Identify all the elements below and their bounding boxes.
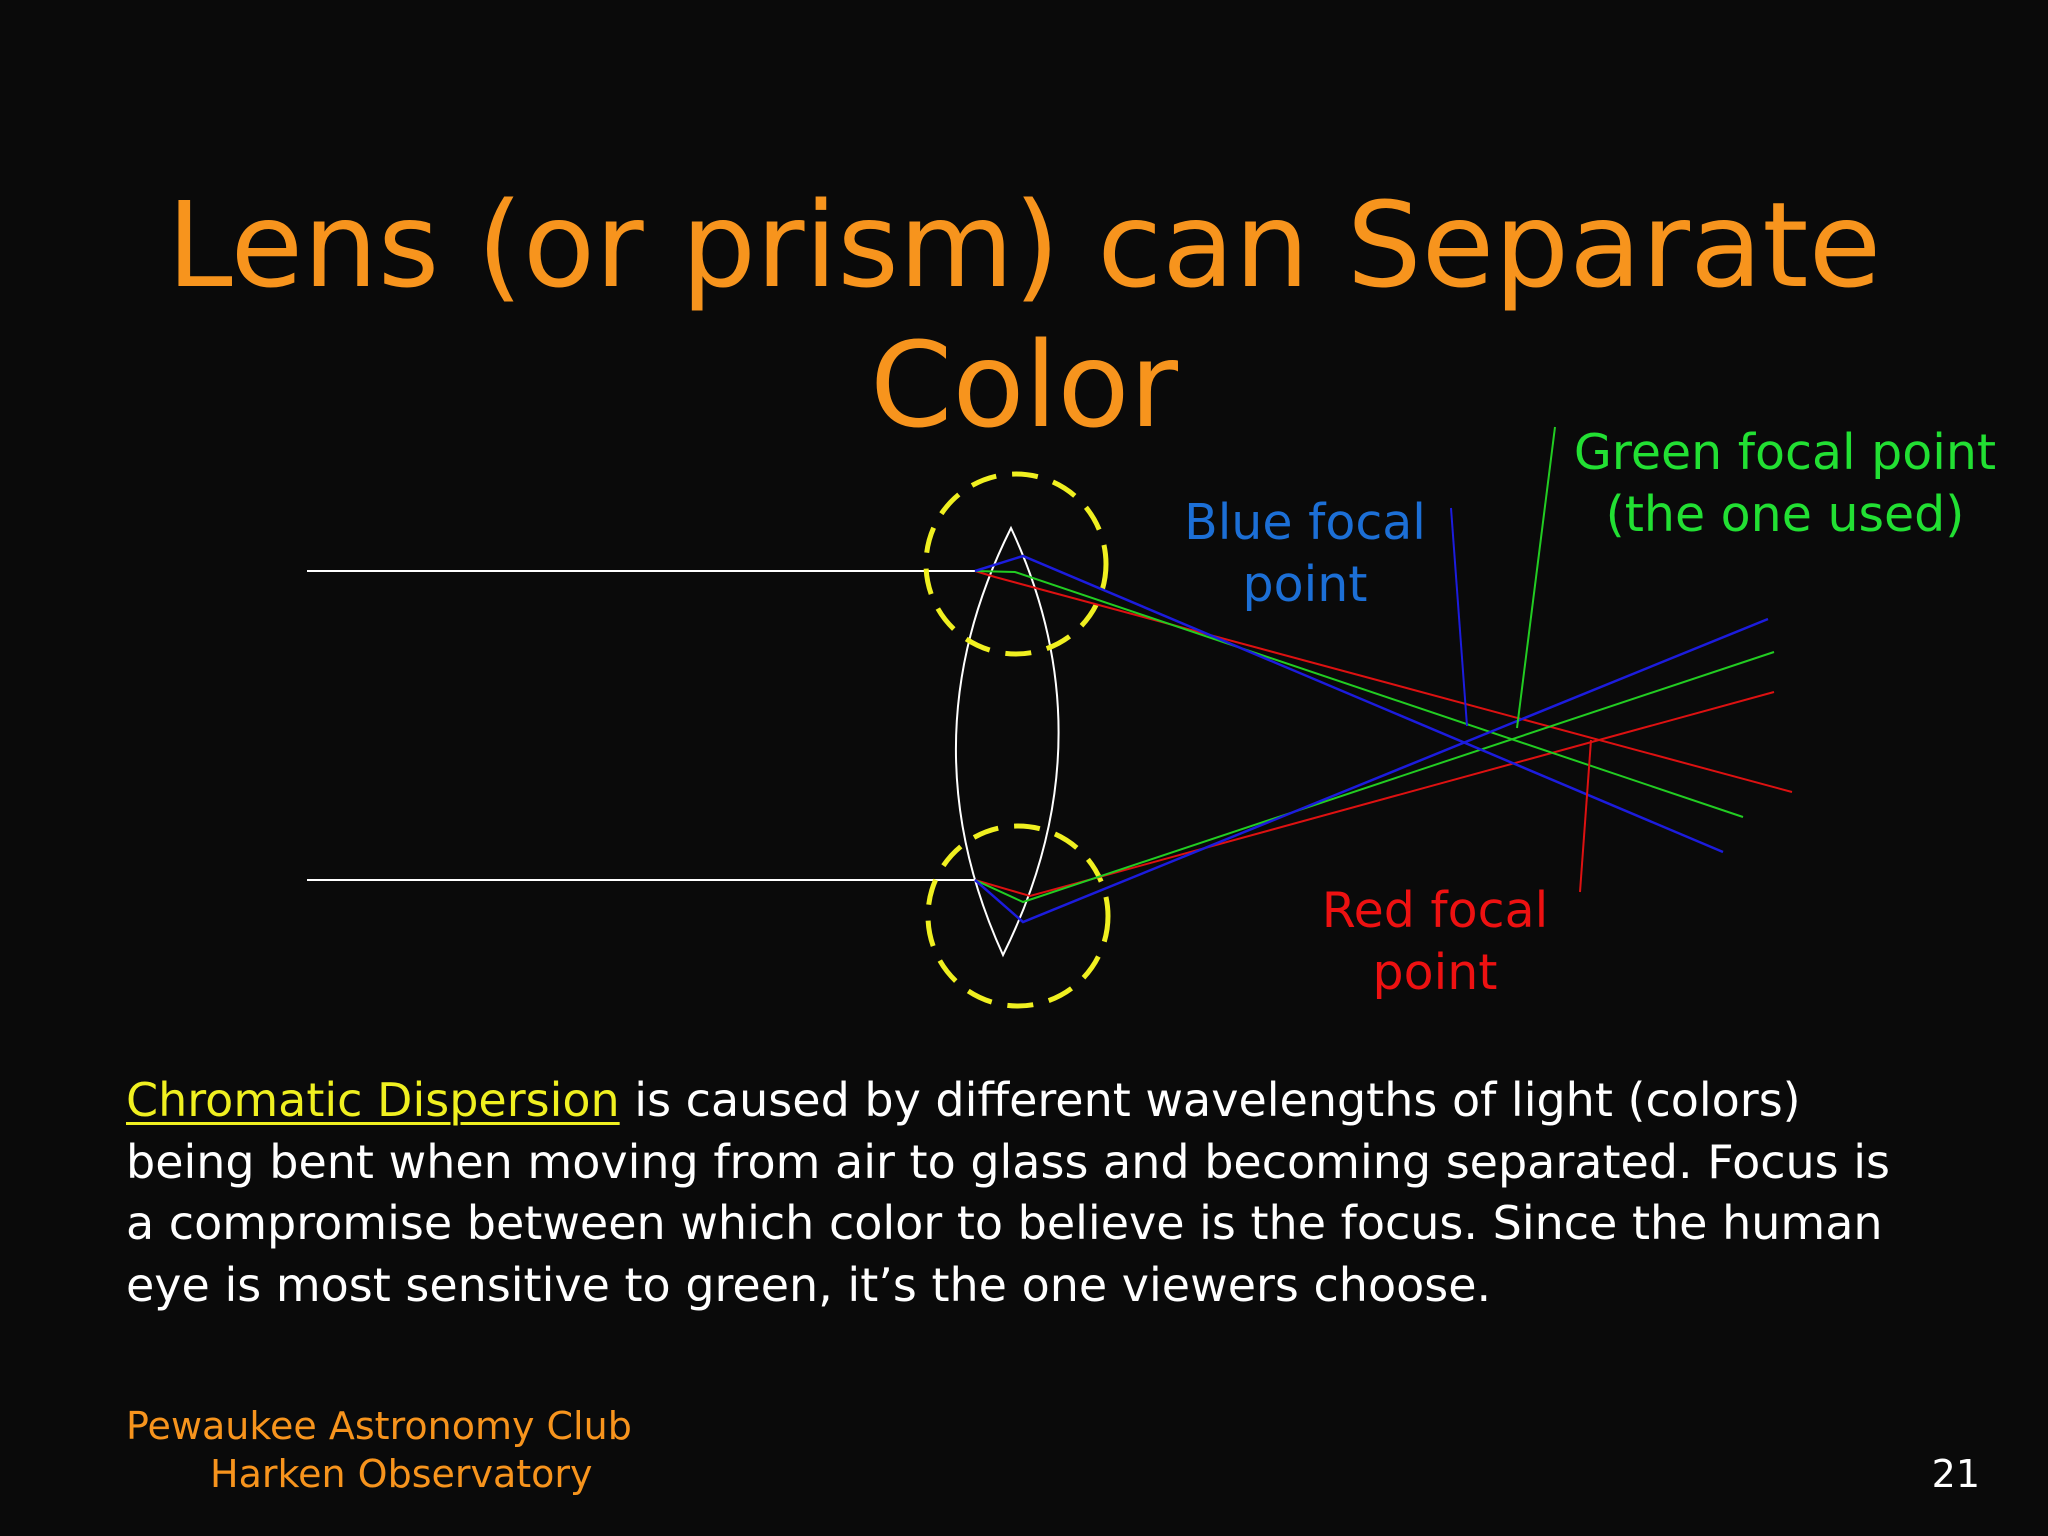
blue-label-line2: point [1242,556,1368,613]
green-ray-top [974,570,1744,818]
red-label-line2: point [1372,944,1498,1001]
green-focal-pointer [1516,426,1556,729]
red-ray-top [974,570,1793,793]
blue-ray-bottom [974,617,1769,924]
bottom-refraction-highlight [925,823,1111,1009]
green-label-line2: (the one used) [1605,486,1965,543]
red-label-line1: Red focal [1321,882,1549,939]
page-number: 21 [1931,1452,1980,1496]
green-ray-bottom [974,651,1775,904]
explanation-paragraph: Chromatic Dispersion is caused by differ… [126,1070,1926,1316]
blue-label-line1: Blue focal [1184,494,1426,551]
footer-observatory-name: Harken Observatory [210,1452,593,1496]
top-refraction-highlight [923,471,1109,657]
red-ray-bottom [974,691,1775,898]
explanation-text: is caused by different wavelengths of li… [126,1073,1890,1312]
green-label-line1: Green focal point [1573,424,1997,481]
red-focal-point-label: Red focal point [1280,880,1590,1004]
blue-focal-point-label: Blue focal point [1160,492,1450,616]
lens-outline [955,525,1060,958]
red-focal-pointer [1579,739,1592,893]
chromatic-dispersion-term[interactable]: Chromatic Dispersion [126,1073,620,1127]
green-focal-point-label: Green focal point (the one used) [1560,422,2010,546]
blue-focal-pointer [1450,507,1468,727]
blue-ray-top [974,554,1724,854]
slide-title: Lens (or prism) can Separate Color [166,176,1882,454]
footer-club-name: Pewaukee Astronomy Club [126,1404,632,1448]
